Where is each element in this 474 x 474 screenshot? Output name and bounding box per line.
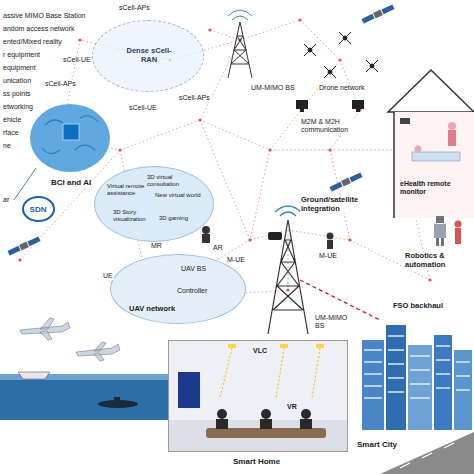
node-text: 3D gaming xyxy=(159,215,201,222)
callout-label: Ground/satellite integration xyxy=(300,196,364,213)
node-text: VLC xyxy=(253,347,277,355)
node-text: Virtual remote assistance xyxy=(107,183,147,197)
node-text: VR xyxy=(287,403,305,411)
node-text: 3D virtual consultation xyxy=(147,174,197,188)
antenna-tower-bottom xyxy=(268,206,308,334)
node-text: UAV network xyxy=(129,305,189,314)
cropped-legend-text: rface xyxy=(2,129,20,137)
smart-home-room xyxy=(168,340,348,452)
planes xyxy=(20,318,120,361)
uav-network-cloud: UAV BS ControllerUAV network xyxy=(110,254,246,324)
antenna-tower-top xyxy=(228,10,252,78)
virtual-world-cloud: Virtual remote assistance3D virtual cons… xyxy=(94,166,214,242)
network-mesh xyxy=(18,18,431,301)
robot xyxy=(434,216,462,246)
cropped-legend-text: ne xyxy=(2,142,12,150)
sea xyxy=(0,372,170,420)
callout-label: sCell-UE xyxy=(62,56,92,64)
callout-label: Smart City xyxy=(356,440,398,449)
node-text: New virtual world xyxy=(155,192,203,199)
callout-label: MR xyxy=(150,242,163,250)
callout-label: AR xyxy=(212,244,224,252)
callout-label: BCI and AI xyxy=(50,178,92,187)
cropped-legend-text: ss points xyxy=(2,90,32,98)
cropped-legend-text: r equipment xyxy=(2,51,41,59)
node-text: eHealth remote monitor xyxy=(400,180,466,196)
sdn-circle: SDN xyxy=(22,196,55,222)
callout-label: sCell-APs xyxy=(178,94,211,102)
node-text: Controller xyxy=(177,287,221,295)
callout-label: Robotics & automation xyxy=(404,252,468,269)
node-text: Smart Home xyxy=(233,457,293,466)
callout-label: M-UE xyxy=(226,256,246,264)
callout-label: sCell-APs xyxy=(44,80,77,88)
cell-cloud: Dense sCell-RAN xyxy=(92,20,204,92)
cropped-legend-text: ehicle xyxy=(2,116,22,124)
callout-label: sCell-APs xyxy=(118,4,151,12)
callout-label: UE xyxy=(102,272,114,280)
node-text: 3D Story visualization xyxy=(113,209,155,223)
brain-ai xyxy=(14,104,110,200)
callout-label: UM-MIMO BS xyxy=(250,84,296,92)
callout-label: M-UE xyxy=(318,252,338,260)
ehealth-house: eHealth remote monitor xyxy=(388,68,472,218)
cropped-legend-text: ented/Mixed reality xyxy=(2,38,63,46)
callout-label: UM-MIMO BS xyxy=(314,314,356,330)
node-text: Dense sCell-RAN xyxy=(123,47,175,64)
callout-label: M2M & M2H communication xyxy=(300,118,362,134)
callout-label: FSO backhaul xyxy=(392,302,444,311)
cropped-legend-text: assive MIMO Base Station xyxy=(2,12,86,20)
house-outline xyxy=(388,70,474,218)
node-text: SDN xyxy=(24,205,52,214)
smart-home-room: VLCVRSmart Home xyxy=(168,340,348,452)
node-text: UAV BS xyxy=(181,265,221,273)
satellites xyxy=(7,4,394,256)
cropped-legend-text: etworking xyxy=(2,103,34,111)
cropped-legend-text: andom access network xyxy=(2,25,76,33)
cropped-legend-text: unication xyxy=(2,77,32,85)
cropped-legend-text: ar xyxy=(2,196,10,204)
cropped-legend-text: equipment xyxy=(2,64,37,72)
drones xyxy=(304,32,378,78)
callout-label: Drone network xyxy=(318,84,366,92)
callout-label: sCell-UE xyxy=(128,104,158,112)
city-buildings xyxy=(362,325,474,474)
